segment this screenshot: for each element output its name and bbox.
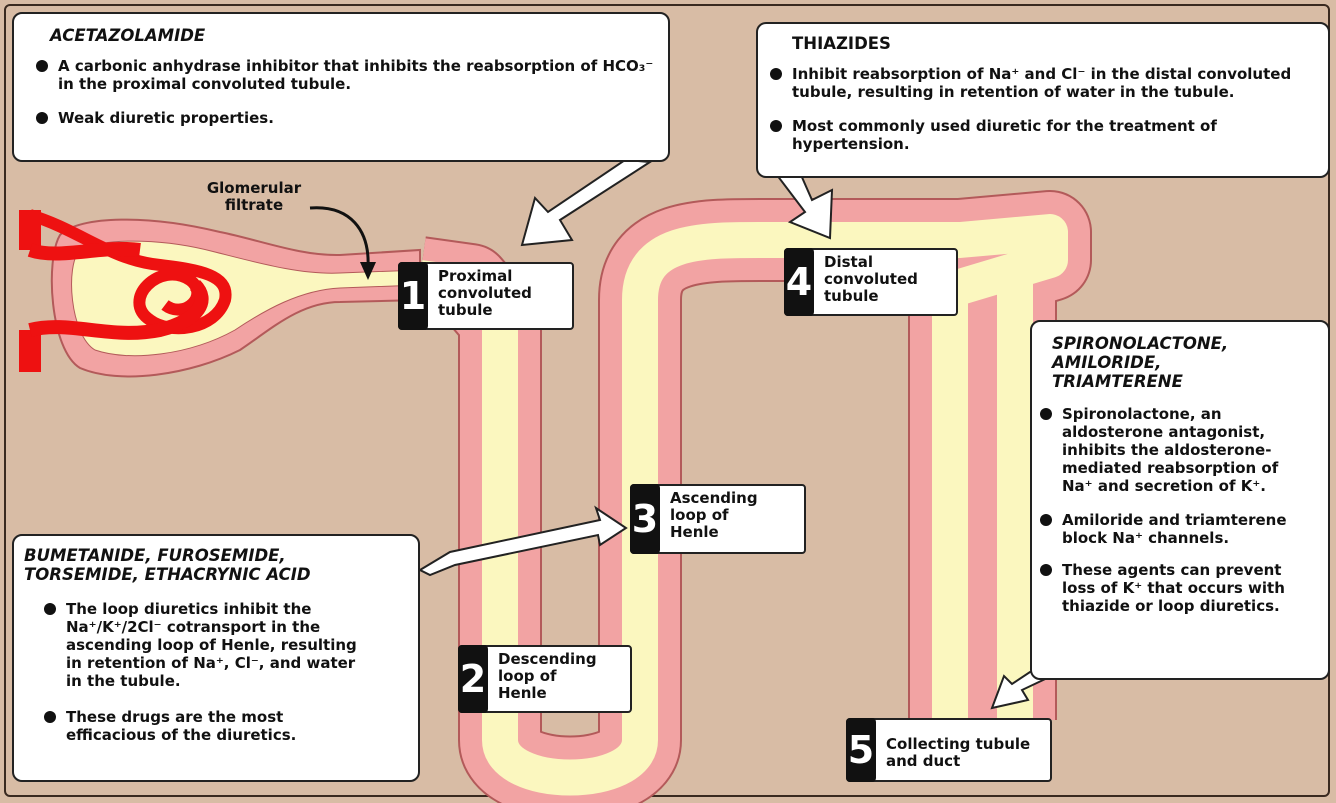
segment-text-1: Proximal convoluted tubule: [438, 267, 532, 319]
arrow-glomerular: [309, 206, 376, 280]
acetazolamide-point-2: Weak diuretic properties.: [36, 109, 652, 127]
acetazolamide-point-1: A carbonic anhydrase inhibitor that inhi…: [36, 57, 658, 93]
potassium-sparing-point-1: Spironolactone, an aldosterone antagonis…: [1040, 405, 1302, 495]
thiazides-point-2: Most commonly used diuretic for the trea…: [770, 117, 1292, 153]
segment-number-5: 5: [846, 718, 876, 782]
segment-label-1: 1 Proximal convoluted tubule: [398, 262, 574, 330]
acetazolamide-title: ACETAZOLAMIDE: [50, 26, 206, 45]
thiazides-title: THIAZIDES: [792, 34, 891, 53]
glomerular-filtrate-label: Glomerular filtrate: [206, 179, 302, 214]
potassium-sparing-point-2: Amiloride and triamterene block Na⁺ chan…: [1040, 511, 1302, 547]
segment-number-4: 4: [784, 248, 814, 316]
segment-number-2: 2: [458, 645, 488, 713]
bowmans-capsule: [19, 209, 421, 378]
segment-text-5: Collecting tubule and duct: [886, 735, 1031, 770]
thiazides-callout: THIAZIDES Inhibit reabsorption of Na⁺ an…: [756, 22, 1330, 178]
segment-label-2: 2 Descending loop of Henle: [458, 645, 632, 713]
loop-diuretics-point-1: The loop diuretics inhibit the Na⁺/K⁺/2C…: [44, 600, 366, 690]
callout-pointer-loop: [417, 505, 628, 577]
segment-label-3: 3 Ascending loop of Henle: [630, 484, 806, 554]
potassium-sparing-point-3: These agents can prevent loss of K⁺ that…: [1040, 561, 1302, 615]
segment-number-3: 3: [630, 484, 660, 554]
segment-label-5: 5 Collecting tubule and duct: [846, 718, 1052, 782]
loop-diuretics-title: BUMETANIDE, FUROSEMIDE, TORSEMIDE, ETHAC…: [24, 546, 311, 584]
thiazides-point-1: Inhibit reabsorption of Na⁺ and Cl⁻ in t…: [770, 65, 1332, 101]
segment-text-3: Ascending loop of Henle: [670, 489, 758, 541]
segment-label-4: 4 Distal convoluted tubule: [784, 248, 958, 316]
segment-text-4: Distal convoluted tubule: [824, 253, 918, 305]
callout-pointer-acetazolamide: [520, 158, 654, 247]
loop-diuretics-point-2: These drugs are the most efficacious of …: [44, 708, 326, 744]
segment-number-1: 1: [398, 262, 428, 330]
acetazolamide-callout: ACETAZOLAMIDE A carbonic anhydrase inhib…: [12, 12, 670, 162]
potassium-sparing-title: SPIRONOLACTONE, AMILORIDE, TRIAMTERENE: [1052, 334, 1229, 391]
segment-text-2: Descending loop of Henle: [498, 650, 597, 702]
loop-diuretics-callout: BUMETANIDE, FUROSEMIDE, TORSEMIDE, ETHAC…: [12, 534, 420, 782]
potassium-sparing-callout: SPIRONOLACTONE, AMILORIDE, TRIAMTERENE S…: [1030, 320, 1330, 680]
